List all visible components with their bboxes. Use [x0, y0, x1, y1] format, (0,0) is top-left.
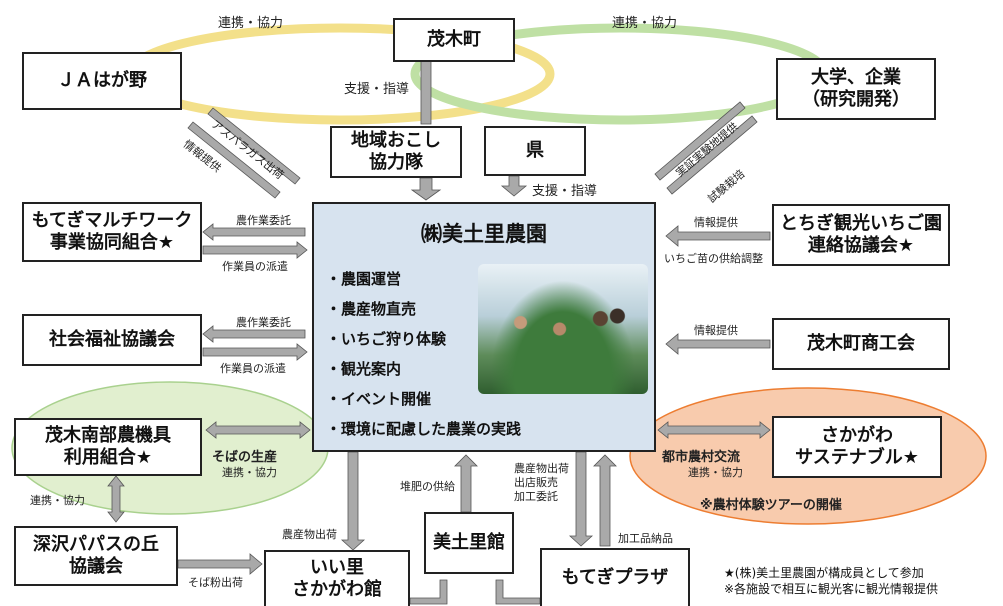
university-box: 大学、企業 （研究開発） — [776, 58, 936, 120]
nankibu-box: 茂木南部農機具 利用組合★ — [14, 418, 202, 476]
motegi-plaza-label: もてぎプラザ — [561, 566, 669, 588]
arrow-kyoryoku-center — [410, 177, 442, 201]
taihi-label: 堆肥の供給 — [400, 480, 455, 493]
arrow-ken-center — [500, 175, 528, 197]
arrow-center-to-univ — [654, 101, 746, 181]
commerce-box: 茂木町商工会 — [772, 318, 950, 370]
nosagyo-label-2: 農作業委託 — [236, 316, 291, 329]
activity-item: ・農園運営 — [326, 270, 402, 288]
university-label-2: （研究開発） — [802, 89, 910, 110]
legend-line-2: ※各施設で相互に観光客に観光情報提供 — [724, 581, 939, 596]
arrow-fukushi-to-center — [202, 343, 308, 361]
arrow-center-to-plaza — [568, 451, 594, 547]
sakagawa-label-1: さかがわ — [821, 424, 893, 446]
legend: ★(株)美土里農園が構成員として参加 ※各施設で相互に観光客に観光情報提供 — [724, 566, 938, 597]
mulchi-work-box: もてぎマルチワーク 事業協同組合★ — [22, 202, 202, 262]
arrow-tochigi-to-center — [665, 225, 771, 247]
renkei-sakagawa-label: 連携・協力 — [688, 466, 743, 479]
kyoryokutai-box: 地域おこし 協力隊 — [330, 126, 462, 178]
activity-item: ・いちご狩り体験 — [326, 330, 447, 348]
ja-hagano-label: ＪＡはが野 — [57, 69, 147, 91]
arrow-center-to-fukushi — [202, 325, 306, 343]
mulchi-work-label-1: もてぎマルチワーク — [31, 209, 193, 231]
renkei-soba-label: 連携・協力 — [222, 466, 277, 479]
renkei-fukasawa-label: 連携・協力 — [30, 494, 85, 507]
arrow-midorikan-plaza — [495, 579, 541, 605]
tochigi-strawberry-label-2: 連絡協議会★ — [807, 235, 915, 256]
renkei-label-left: 連携・協力 — [218, 16, 284, 31]
sagyoin-label-1: 作業員の派遣 — [222, 260, 288, 273]
center-organization-box: ㈱美土里農園 ・農園運営 ・農産物直売 ・いちご狩り体験 ・観光案内 ・イベント… — [312, 202, 656, 452]
university-label-1: 大学、企業 — [811, 66, 901, 88]
motegi-plaza-box: もてぎプラザ — [540, 548, 690, 606]
ja-hagano-box: ＪＡはが野 — [22, 52, 182, 110]
arrow-midorikan-to-center — [454, 454, 478, 513]
sakagawa-label-2: サステナブル★ — [795, 447, 919, 468]
plaza-flow-label-2: 出店販売 — [514, 476, 558, 489]
farm-photo — [478, 264, 648, 394]
soba-seisan-label: そばの生産 — [212, 450, 278, 465]
renkei-label-right: 連携・協力 — [612, 16, 678, 31]
midorikan-box: 美土里館 — [424, 512, 514, 574]
arrow-sakagawa-center — [657, 421, 771, 439]
soba-ko-label: そば粉出荷 — [188, 576, 243, 589]
arrow-ja-to-center — [207, 107, 301, 185]
arrow-iisato-midorikan — [409, 579, 448, 605]
fukasawa-label-1: 深沢パパスの丘 — [33, 533, 159, 555]
plaza-flow-label-1: 農産物出荷 — [514, 462, 569, 475]
sagyoin-label-2: 作業員の派遣 — [220, 362, 286, 375]
commerce-label: 茂木町商工会 — [807, 332, 915, 354]
sakagawa-box: さかがわ サステナブル★ — [772, 416, 942, 478]
motegi-town-label: 茂木町 — [427, 28, 481, 50]
kakohin-label: 加工品納品 — [618, 532, 673, 545]
iisato-label-2: さかがわ館 — [292, 579, 382, 600]
legend-line-1: ★(株)美土里農園が構成員として参加 — [724, 566, 924, 580]
kyoryokutai-label-2: 協力隊 — [369, 152, 423, 173]
midorikan-label: 美土里館 — [433, 531, 505, 553]
arrow-center-to-mulchi — [202, 223, 306, 241]
welfare-council-label: 社会福祉協議会 — [49, 328, 175, 350]
arrow-motegi-center — [420, 59, 432, 125]
activity-item: ・環境に配慮した農業の実践 — [326, 420, 522, 438]
kyoryokutai-label-1: 地域おこし — [351, 129, 441, 151]
joho-tochigi-label: 情報提供 — [694, 216, 738, 229]
nosagyo-label-1: 農作業委託 — [236, 214, 291, 227]
ichigo-nae-label: いちご苗の供給調整 — [664, 252, 763, 265]
arrow-center-to-iisato — [340, 451, 366, 551]
arrow-center-to-ja — [187, 121, 281, 199]
arrow-nankibu-center — [205, 421, 311, 439]
shien-label-motegi: 支援・指導 — [344, 82, 410, 97]
fukasawa-label-2: 協議会 — [69, 556, 123, 577]
nankibu-label-1: 茂木南部農機具 — [45, 424, 171, 446]
arrow-nankibu-fukasawa — [107, 475, 125, 523]
activity-item: ・観光案内 — [326, 360, 402, 378]
nosanbutsu-label: 農産物出荷 — [282, 528, 337, 541]
iisato-box: いい里 さかがわ館 — [264, 550, 410, 606]
fukasawa-box: 深沢パパスの丘 協議会 — [14, 526, 178, 586]
activity-item: ・農産物直売 — [326, 300, 417, 318]
welfare-council-box: 社会福祉協議会 — [22, 314, 202, 366]
iisato-label-1: いい里 — [310, 556, 364, 578]
arrow-univ-to-center — [666, 115, 758, 195]
arrow-plaza-to-center — [593, 454, 617, 547]
arrow-fukasawa-to-iisato — [177, 553, 263, 575]
nankibu-label-2: 利用組合★ — [63, 447, 153, 468]
arrow-shokokai-to-center — [665, 333, 771, 355]
arrow-mulchi-to-center — [202, 241, 308, 259]
joho-shoko-label: 情報提供 — [694, 324, 738, 337]
tochigi-strawberry-box: とちぎ観光いちご園 連絡協議会★ — [772, 204, 950, 266]
mulchi-work-label-2: 事業協同組合★ — [49, 232, 175, 253]
tochigi-strawberry-label-1: とちぎ観光いちご園 — [780, 212, 942, 234]
shien-label-ken: 支援・指導 — [532, 184, 598, 199]
prefecture-box: 県 — [484, 126, 586, 176]
center-title: ㈱美土里農園 — [421, 222, 547, 246]
plaza-flow-label-3: 加工委託 — [514, 490, 558, 503]
toshi-noson-label: 都市農村交流 — [662, 450, 741, 465]
prefecture-label: 県 — [526, 139, 544, 161]
activity-item: ・イベント開催 — [326, 390, 432, 408]
motegi-town-box: 茂木町 — [393, 18, 515, 62]
noson-tour-label: ※農村体験ツアーの開催 — [700, 498, 842, 513]
